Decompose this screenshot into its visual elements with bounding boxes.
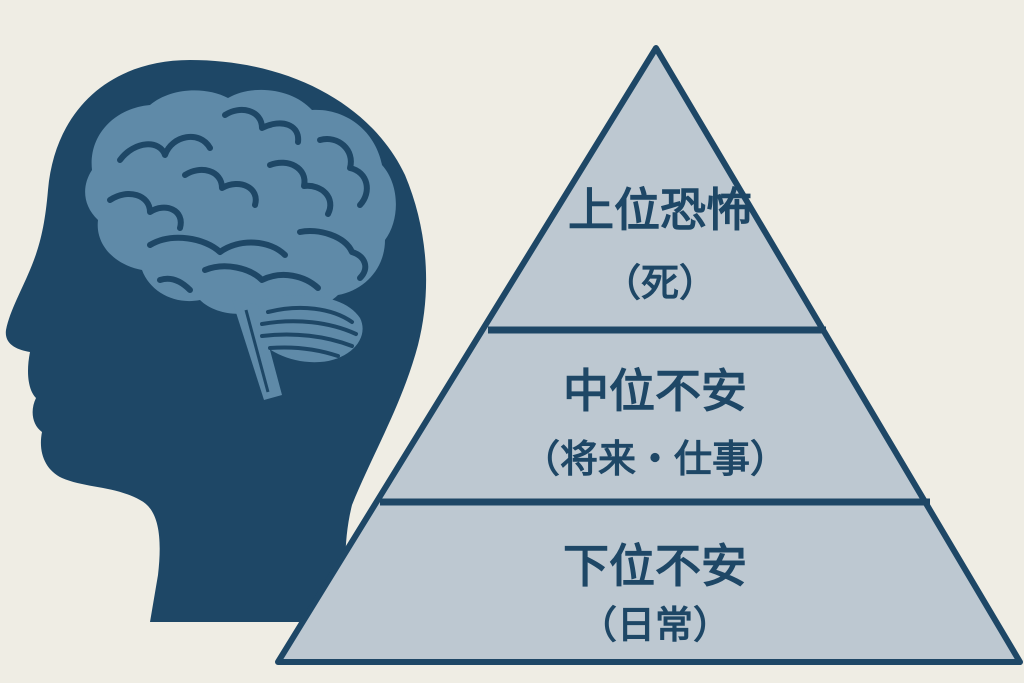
pyramid-tier-bottom: 下位不安 （日常） [563, 539, 747, 647]
tier-bottom-subtitle: （日常） [579, 603, 731, 647]
tier-bottom-title: 下位不安 [563, 539, 747, 593]
pyramid-tier-middle: 中位不安 （将来・仕事） [522, 364, 788, 481]
pyramid-outline [275, 45, 1023, 665]
tier-middle-title: 中位不安 [563, 364, 747, 418]
tier-top-subtitle: （死） [603, 261, 717, 305]
brain-icon [85, 89, 396, 400]
pyramid-tier-top: 上位恐怖 （死） [568, 183, 752, 305]
tier-middle-subtitle: （将来・仕事） [522, 437, 788, 481]
fear-pyramid: 上位恐怖 （死） 中位不安 （将来・仕事） 下位不安 （日常） [275, 45, 1023, 665]
tier-top-title: 上位恐怖 [568, 183, 752, 237]
